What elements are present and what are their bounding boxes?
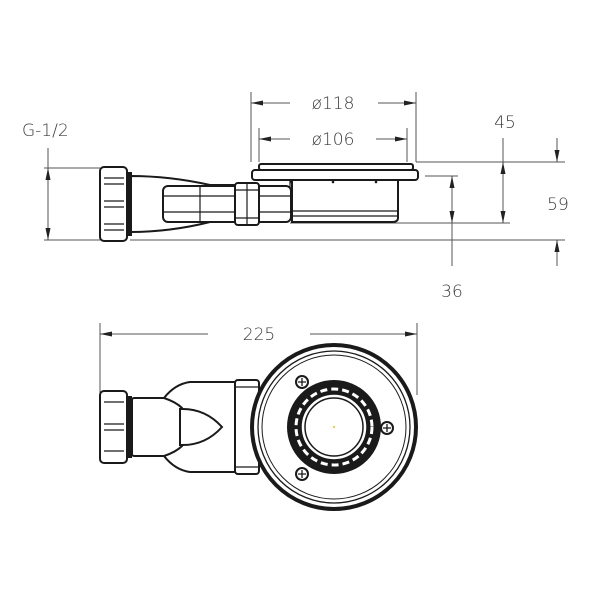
- screw-icon: [295, 375, 309, 389]
- screw-icon: [295, 467, 309, 481]
- outlet-height-label: 36: [441, 282, 463, 302]
- outlet-pipe-top: [131, 379, 260, 475]
- threaded-nut-top: [99, 390, 132, 464]
- outlet-pipe-side: [129, 174, 292, 234]
- top-view: 225: [99, 323, 418, 511]
- overall-length-label: 225: [243, 325, 275, 345]
- threaded-nut-side: [99, 166, 132, 242]
- drain-side-body: [251, 163, 419, 223]
- drain-top-body: [250, 343, 418, 511]
- side-view: ø118 ø106 G-1/2 45 59 36: [22, 92, 569, 302]
- height-top-label: 45: [494, 113, 516, 133]
- outer-diameter-label: ø118: [312, 94, 355, 114]
- height-total-label: 59: [547, 195, 569, 215]
- screw-icon: [380, 421, 394, 435]
- inner-diameter-label: ø106: [312, 130, 355, 150]
- thread-label: G-1/2: [22, 121, 69, 141]
